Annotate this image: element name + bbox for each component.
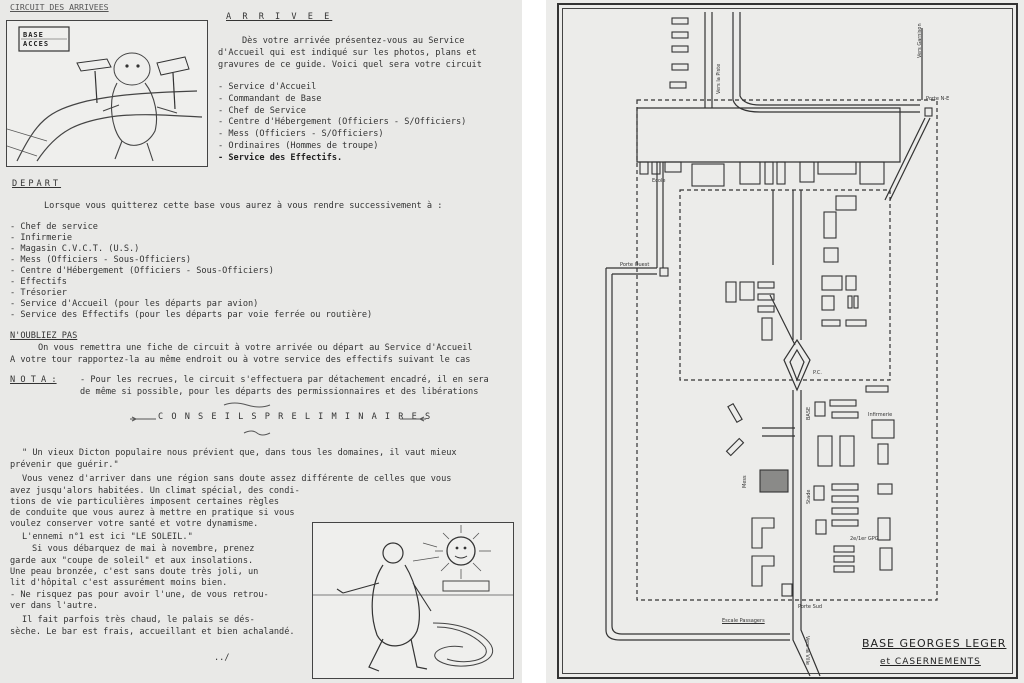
conseils-para2-line: tions de vie particulières imposent cert… [10, 497, 280, 507]
buildings [639, 17, 933, 597]
conseils-para4-line: sèche. Le bar est frais, accueillant et … [10, 627, 295, 637]
conseils-para3-line: garde aux "coupe de soleil" et aux insol… [10, 556, 254, 566]
arrivee-line-1: Dès votre arrivée présentez-vous au Serv… [242, 36, 465, 46]
conseils-para4-line: Il fait parfois très chaud, le palais se… [22, 615, 255, 625]
sun-drawing-image [313, 525, 513, 672]
label-vers-piste: Vers la Piste [716, 63, 722, 94]
pc-diamond [783, 338, 811, 392]
label-vers-garnison: Vers Garnison [917, 23, 923, 58]
depart-item: - Infirmerie [10, 233, 73, 243]
base-perimeter [636, 99, 938, 601]
ornament-left [130, 416, 156, 422]
depart-item: - Centre d'Hébergement (Officiers - Sous… [10, 266, 274, 276]
depart-item: - Effectifs [10, 277, 67, 287]
sun-illustration [312, 522, 514, 679]
arrivee-item: - Commandant de Base [218, 94, 322, 104]
depart-item: - Service d'Accueil (pour les départs pa… [10, 299, 259, 309]
nota-line-1: - Pour les recrues, le circuit s'effectu… [80, 375, 489, 385]
label-base: BASE [806, 406, 812, 420]
arrivee-item: - Service des Effectifs. [218, 153, 343, 163]
conseils-para3-line: - Ne risquez pas pour avoir l'une, de vo… [10, 590, 269, 600]
hatched-building [759, 469, 789, 493]
label-gpg: 2e/1er GPG [850, 536, 879, 542]
page-header: CIRCUIT DES ARRIVEES [10, 2, 109, 12]
conseils-para2-line: voulez conserver votre santé et votre dy… [10, 519, 259, 529]
conseils-para3-line: Si vous débarquez de mai à novembre, pre… [32, 544, 255, 554]
arrivee-line-2: d'Accueil qui est indiqué sur les photos… [218, 48, 477, 58]
conseils-para1-line-2: prévenir que guérir." [10, 460, 119, 470]
depart-intro: Lorsque vous quitterez cette base vous a… [44, 201, 443, 211]
continued-mark: ../ [214, 653, 230, 663]
conseils-para2-line: de conduite que vous aurez à mettre en p… [10, 508, 295, 518]
arrivee-item: - Centre d'Hébergement (Officiers - S/Of… [218, 117, 467, 127]
arrivee-title: A R R I V E E [226, 12, 333, 22]
oubliez-line-2: A votre tour rapportez-la au même endroi… [10, 355, 471, 365]
arrivee-item: - Ordinaires (Hommes de troupe) [218, 141, 379, 151]
sign-text: BASE ACCES [23, 31, 50, 48]
label-infirmerie: Infirmerie [868, 412, 893, 418]
inner-perimeter [679, 189, 891, 381]
label-porte-sud: Porte Sud [798, 604, 823, 610]
runway-band [636, 107, 901, 163]
nota-title: N O T A : [10, 375, 57, 385]
conseils-para2-line: Vous venez d'arriver dans une région san… [22, 474, 452, 484]
depart-item: - Chef de service [10, 222, 98, 232]
label-vers-ville: Vers la Ville [804, 636, 810, 665]
arrivee-item: - Service d'Accueil [218, 82, 317, 92]
oubliez-line-1: On vous remettra une fiche de circuit à … [38, 343, 473, 353]
conseils-para2-line: avez jusqu'alors habitées. Un climat spé… [10, 486, 300, 496]
conseils-para3-line: ver dans l'autre. [10, 601, 98, 611]
depart-item: - Trésorier [10, 288, 67, 298]
map-subtitle: et CASERNEMENTS [880, 657, 981, 667]
depart-item: - Magasin C.V.C.T. (U.S.) [10, 244, 140, 254]
conseils-para3-line: lit d'hôpital c'est assurément moins bie… [10, 578, 228, 588]
arrival-drawing-image [6, 26, 203, 162]
map-outer-frame [557, 3, 1018, 679]
label-pc: P.C. [813, 370, 822, 376]
map-inner-frame [562, 8, 1013, 674]
base-map-drawing [605, 12, 938, 677]
conseils-para1-line-1: " Un vieux Dicton populaire nous prévien… [22, 448, 457, 458]
ornament-divider [223, 402, 271, 408]
right-page-map [546, 0, 1024, 683]
ornament-right [400, 416, 426, 422]
ornament-divider-2 [243, 430, 271, 436]
map-title: BASE GEORGES LEGER [862, 637, 1007, 650]
label-porte-ouest: Porte Ouest [620, 262, 650, 268]
oubliez-title: N'OUBLIEZ PAS [10, 331, 78, 341]
label-stade: Stade [806, 489, 812, 504]
label-escale-passagers: Escale Passagers [722, 618, 765, 624]
conseils-para3-line: Une peau bronzée, c'est sans doute très … [10, 567, 259, 577]
depart-item: - Service des Effectifs (pour les départ… [10, 310, 373, 320]
arrivee-line-3: gravures de ce guide. Voici quel sera vo… [218, 60, 482, 70]
arrivee-item: - Mess (Officiers - S/Officiers) [218, 129, 384, 139]
depart-item: - Mess (Officiers - Sous-Officiers) [10, 255, 192, 265]
arrivee-item: - Chef de Service [218, 106, 306, 116]
label-ecole: Ecole [652, 178, 666, 184]
label-mess: Mess [742, 475, 748, 488]
arrival-illustration: BASE ACCES [6, 20, 208, 167]
label-porte-ne: Porte N-E [926, 96, 950, 102]
conseils-title: C O N S E I L S P R E L I M I N A I R E … [158, 412, 432, 422]
nota-line-2: de même si possible, pour les départs de… [80, 387, 479, 397]
depart-title: DEPART [12, 179, 62, 189]
conseils-para3-line: L'ennemi n°1 est ici "LE SOLEIL." [22, 532, 193, 542]
